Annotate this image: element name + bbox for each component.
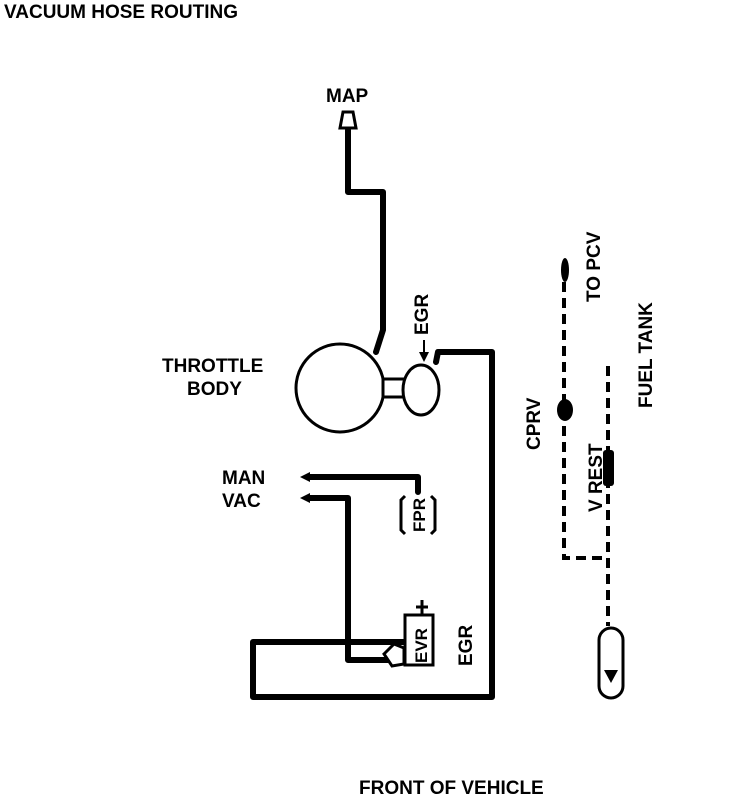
egr-valve	[401, 363, 441, 417]
egr-arrow	[419, 352, 429, 362]
cprv-label: CPRV	[524, 397, 545, 450]
vac-hose-evr	[305, 495, 403, 663]
to-pcv-label: TO PCV	[584, 231, 605, 302]
evr-fitting	[382, 642, 406, 668]
throttle-body-label-line1: THROTTLE	[162, 356, 263, 377]
evr-solenoid	[403, 613, 435, 667]
man-vac-hose-fpr	[305, 474, 421, 495]
evr-label: EVR	[412, 628, 431, 663]
fpr-bracket-left	[399, 494, 407, 536]
cprv-valve	[557, 399, 573, 421]
v-rest-label: V REST	[586, 443, 607, 512]
map-sensor	[338, 110, 358, 130]
diagram-title: VACUUM HOSE ROUTING	[4, 2, 238, 23]
pcv-fitting	[561, 258, 569, 282]
vapor-canister	[597, 626, 625, 700]
throttle-body-label-line2: BODY	[187, 379, 242, 400]
map-hose	[345, 127, 386, 355]
egr-hose	[250, 349, 495, 700]
v-rest-restrictor	[603, 450, 614, 486]
fpr-bracket-right	[429, 494, 437, 536]
front-of-vehicle-label: FRONT OF VEHICLE	[359, 778, 544, 796]
fpr-label: FPR	[410, 498, 429, 532]
map-label: MAP	[326, 86, 369, 107]
canister-marker	[604, 670, 618, 683]
evr-terminal	[416, 600, 428, 615]
throttle-body	[294, 342, 386, 434]
vac-arrow	[300, 493, 310, 503]
fuel-tank-label: FUEL TANK	[636, 302, 657, 408]
vac-label: VAC	[222, 491, 261, 512]
pcv-hose	[562, 282, 604, 560]
man-label: MAN	[222, 468, 265, 489]
egr-bottom-label: EGR	[456, 625, 477, 666]
egr-top-label: EGR	[412, 294, 433, 335]
man-arrow	[300, 472, 310, 482]
